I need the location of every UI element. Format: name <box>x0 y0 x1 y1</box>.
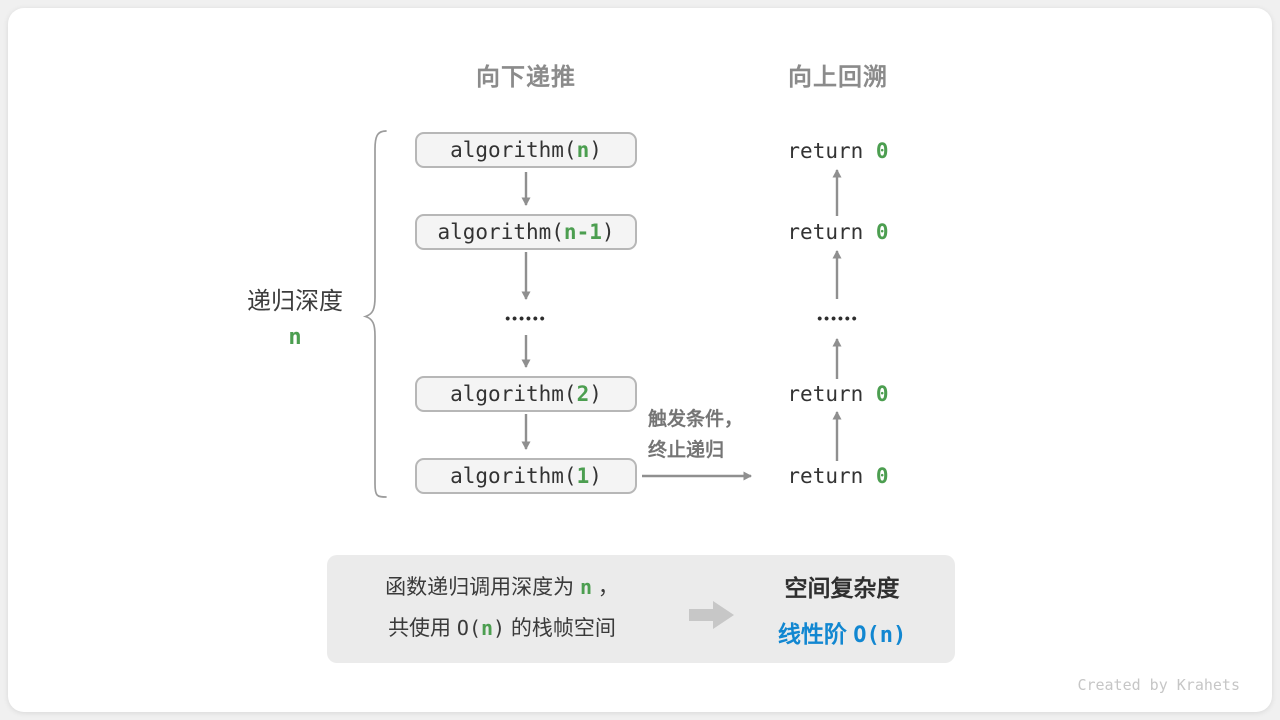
recursion-depth-title: 递归深度 <box>247 288 343 315</box>
summary-text: 共使用 <box>388 617 457 640</box>
complexity-result: 空间复杂度 线性阶 O(n) <box>742 569 942 649</box>
summary-statement-line2: 共使用 O(n) 的栈帧空间 <box>337 608 667 649</box>
return-keyword: return <box>787 464 876 488</box>
frame-close: ) <box>589 464 602 488</box>
complexity-result-title: 空间复杂度 <box>784 575 900 601</box>
frame-arg: 1 <box>576 464 590 488</box>
return-ellipsis: •••••• <box>817 310 859 326</box>
header-downward-recursion: 向下递推 <box>476 64 576 91</box>
call-frame-algorithm-n: algorithm(n) <box>415 132 637 168</box>
frame-fn: algorithm( <box>437 220 564 244</box>
header-upward-backtracking: 向上回溯 <box>788 64 888 91</box>
frame-close: ) <box>601 220 615 244</box>
termination-note: 触发条件， 终止递归 <box>648 404 743 466</box>
complexity-order-label: 线性阶 <box>777 621 854 647</box>
recursion-depth-label: 递归深度 n <box>225 281 365 350</box>
credit-text: Created by Krahets <box>1077 676 1240 694</box>
return-keyword: return <box>787 139 876 163</box>
summary-statement: 函数递归调用深度为 n ， 共使用 O(n) 的栈帧空间 <box>337 567 667 649</box>
implies-arrow-icon <box>689 601 734 629</box>
frame-arg: 2 <box>576 382 590 406</box>
complexity-summary: 函数递归调用深度为 n ， 共使用 O(n) 的栈帧空间 空间复杂度 线性阶 O… <box>327 555 955 663</box>
return-statement: return 0 <box>727 464 949 488</box>
call-frame-algorithm-n-1: algorithm(n-1) <box>415 214 637 250</box>
return-statement: return 0 <box>727 220 949 244</box>
return-keyword: return <box>787 382 876 406</box>
summary-text: ， <box>592 576 619 599</box>
frame-fn: algorithm( <box>450 138 577 162</box>
frame-arg: n-1 <box>563 220 602 244</box>
frame-arg: n <box>576 138 590 162</box>
summary-var-n: n <box>481 616 494 640</box>
frame-close: ) <box>589 138 602 162</box>
return-statement: return 0 <box>727 139 949 163</box>
frame-close: ) <box>589 382 602 406</box>
return-statement: return 0 <box>727 382 949 406</box>
summary-statement-line1: 函数递归调用深度为 n ， <box>337 567 667 608</box>
frame-fn: algorithm( <box>450 382 577 406</box>
summary-text: 的栈帧空间 <box>505 617 616 640</box>
call-frame-algorithm-1: algorithm(1) <box>415 458 637 494</box>
complexity-big-o: O(n) <box>853 623 907 648</box>
return-value: 0 <box>875 220 889 244</box>
return-value: 0 <box>875 382 889 406</box>
return-keyword: return <box>787 220 876 244</box>
call-stack-ellipsis: •••••• <box>505 310 547 326</box>
termination-note-line1: 触发条件， <box>648 409 744 430</box>
return-value: 0 <box>875 139 889 163</box>
complexity-result-value: 线性阶 O(n) <box>742 615 942 649</box>
summary-var-n: n <box>579 575 593 599</box>
termination-note-line2: 终止递归 <box>648 440 725 461</box>
big-o-open: O( <box>456 616 481 640</box>
big-o-close: ) <box>493 616 506 640</box>
curly-brace-icon <box>362 130 387 498</box>
recursion-depth-value: n <box>288 325 302 350</box>
frame-fn: algorithm( <box>450 464 577 488</box>
summary-text: 函数递归调用深度为 <box>385 576 580 599</box>
call-frame-algorithm-2: algorithm(2) <box>415 376 637 412</box>
return-value: 0 <box>875 464 889 488</box>
